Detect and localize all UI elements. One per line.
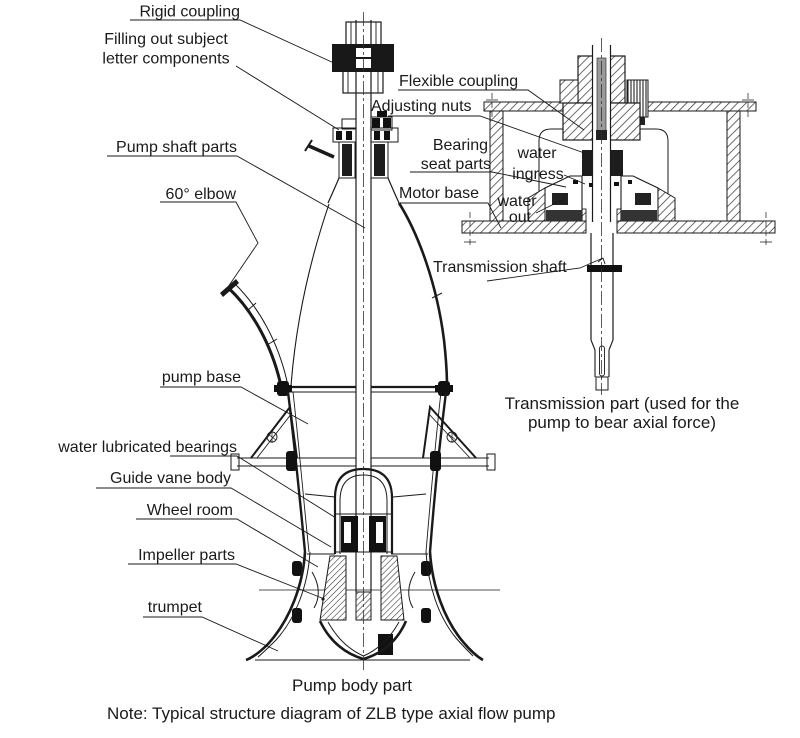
flange-bolt (438, 381, 450, 396)
leader-pump-base (160, 386, 309, 425)
bracket-bolt (286, 451, 297, 471)
transmission-part-drawing (461, 38, 776, 395)
leader-pump-shaft-parts (107, 155, 366, 229)
leader-motor-base (400, 202, 502, 229)
leader-transmission-shaft (486, 257, 606, 282)
label-water-ingress-line1: water (516, 145, 557, 162)
leader-lines (96, 19, 606, 652)
label-water-ingress-line2: ingress (512, 166, 564, 183)
trumpet-bell (245, 551, 484, 662)
label-adjusting-nuts: Adjusting nuts (371, 98, 472, 115)
elbow-60-part (220, 202, 449, 387)
label-pump-shaft-parts: Pump shaft parts (116, 139, 237, 156)
leader-elbow (160, 201, 259, 288)
leader-wheel-room (136, 518, 319, 568)
sub-caption-line1: Transmission part (used for the (505, 394, 740, 413)
casing-bolt (421, 608, 431, 623)
casing-bolt (292, 561, 302, 576)
casing-bolt (292, 608, 302, 623)
label-stuffing-box-line2: letter components (102, 51, 229, 68)
leader-guide-vane-body (96, 487, 332, 548)
label-trumpet: trumpet (148, 599, 203, 616)
label-water-out-line1: water (496, 193, 537, 210)
label-wheel-room: Wheel room (147, 502, 233, 519)
leader-water-ingress (563, 174, 586, 185)
leader-adjusting-nuts (388, 115, 591, 156)
leader-rigid-coupling (130, 19, 348, 70)
bearing-seat-part (527, 150, 676, 222)
leader-water-out (535, 197, 567, 214)
label-pump-body-part: Pump body part (292, 676, 412, 695)
leader-water-lubricated-bearings (170, 455, 337, 519)
label-rigid-coupling: Rigid coupling (139, 4, 240, 21)
note-text: Note: Typical structure diagram of ZLB t… (107, 704, 556, 723)
leader-trumpet (143, 616, 279, 652)
transmission-shaft-part (587, 45, 622, 391)
leader-flexible-coupling (398, 89, 585, 131)
leader-stuffing-box (235, 65, 340, 131)
label-bearing-seat-line1: Bearing (433, 137, 488, 154)
leader-bearing-seat (410, 171, 567, 188)
label-stuffing-box-line1: Filling out subject (104, 31, 228, 48)
sub-caption-line2: pump to bear axial force) (528, 413, 716, 432)
bracket-bolt (430, 451, 441, 471)
label-pump-base: pump base (162, 369, 241, 386)
label-motor-base: Motor base (399, 185, 479, 202)
label-water-lubricated-bearings: water lubricated bearings (57, 439, 237, 456)
elbow-flange-cap (220, 279, 239, 297)
label-guide-vane-body: Guide vane body (110, 470, 231, 487)
label-60-elbow: 60° elbow (166, 186, 237, 203)
label-flexible-coupling: Flexible coupling (399, 73, 518, 90)
label-impeller-parts: Impeller parts (138, 547, 235, 564)
labels: Rigid coupling Filling out subject lette… (57, 4, 739, 724)
stuffing-box-part (304, 111, 400, 204)
impeller-hub (292, 555, 431, 661)
flange-bolt (277, 381, 289, 396)
casing-bolt (421, 561, 431, 576)
label-transmission-shaft: Transmission shaft (433, 259, 567, 276)
shaft-collar (587, 265, 622, 272)
label-water-out-line2: out (509, 209, 532, 226)
leader-impeller-parts (128, 563, 323, 599)
seal-water-pipe (308, 144, 335, 159)
label-bearing-seat-line2: seat parts (421, 156, 491, 173)
